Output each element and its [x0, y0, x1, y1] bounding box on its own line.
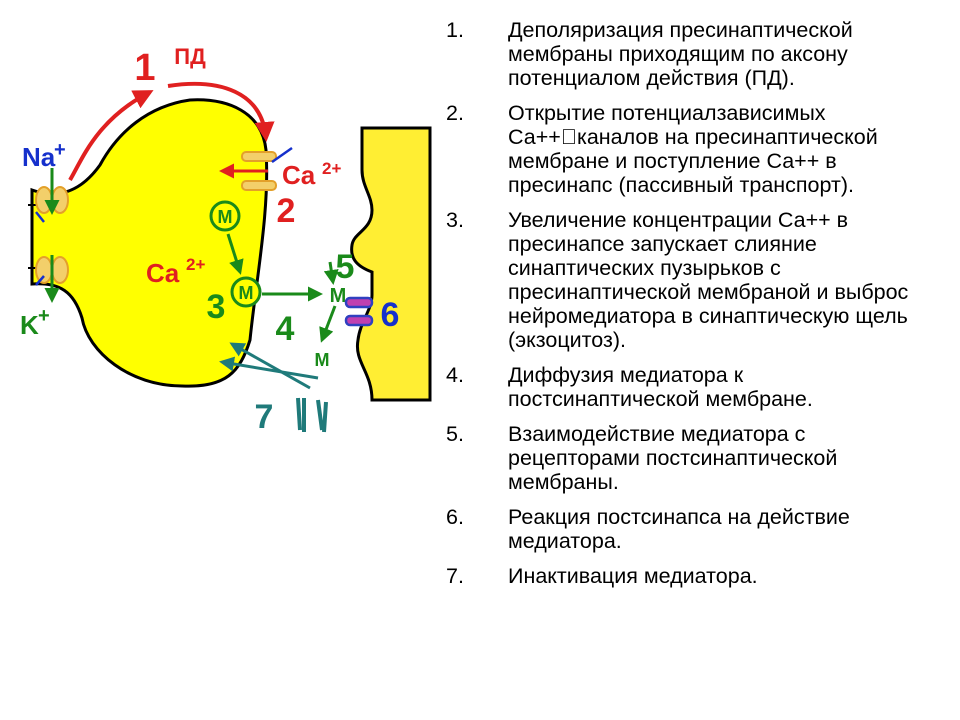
receptor-binding-arrow: [323, 261, 339, 285]
vesicle-fusing: М: [230, 276, 262, 308]
presynaptic-terminal: [30, 98, 269, 388]
ap-arrow-segment-1: [68, 90, 154, 182]
label-na-charge: +: [54, 139, 66, 161]
label-k: K: [20, 310, 39, 340]
step-item: 6. Реакция постсинапса на действие медиат…: [446, 505, 936, 553]
label-step-3: 3: [207, 288, 226, 326]
svg-text:М: М: [218, 207, 233, 227]
label-pd-number: 1: [134, 47, 155, 89]
label-ca-left: Ca: [146, 258, 180, 288]
step-item: 4. Диффузия медиатора к постсинаптической…: [446, 363, 936, 411]
na-gate-mark: [35, 211, 45, 223]
step-text: Взаимодействие медиатора с рецепторами п…: [508, 422, 838, 494]
step-number: 4.: [446, 363, 464, 387]
step-number: 5.: [446, 422, 464, 446]
label-pd: ПД: [174, 44, 206, 69]
step-item: 5. Взаимодействие медиатора с рецепторами…: [446, 422, 936, 494]
mediator-at-receptor: М: [330, 285, 347, 307]
step-number: 3.: [446, 208, 464, 232]
label-na: Na: [22, 142, 56, 172]
label-ca-left-charge: 2+: [186, 255, 205, 274]
vesicle-top: М: [209, 200, 241, 232]
step-number: 2.: [446, 101, 464, 125]
step-item: 3. Увеличение концентрации Са++ в пресина…: [446, 208, 936, 352]
label-step-2: 2: [277, 192, 296, 230]
label-step-4: 4: [276, 310, 295, 348]
postsynaptic-receptor: [344, 296, 374, 327]
step-item: 1. Деполяризация пресинаптической мембран…: [446, 18, 936, 90]
vesicle-move-arrow: [226, 233, 244, 275]
step-text: Открытие потенциалзависимых Са++ каналов…: [508, 101, 878, 197]
step-text: Деполяризация пресинаптической мембраны …: [508, 18, 853, 90]
step-text: Диффузия медиатора к постсинаптической м…: [508, 363, 813, 411]
label-ca-top: Ca: [282, 160, 316, 190]
postsynaptic-cell: [350, 126, 432, 402]
label-ca-top-charge: 2+: [322, 159, 341, 178]
reuptake-arrow-1: [229, 342, 311, 390]
step-number: 1.: [446, 18, 464, 42]
label-step-5: 5: [336, 248, 355, 286]
ca-gate-mark: [271, 146, 293, 164]
synapse-diagram: М М М М 1 ПД Na + K + Ca 2+ Ca 2+ 2 3 4 …: [20, 44, 432, 436]
step-number: 6.: [446, 505, 464, 529]
svg-text:М: М: [239, 283, 254, 303]
label-step-6: 6: [381, 296, 400, 334]
steps-list: 1. Деполяризация пресинаптической мембран…: [446, 18, 936, 599]
ap-arrow-segment-2: [167, 81, 275, 142]
k-gate-mark: [35, 275, 45, 286]
step-text: Инактивация медиатора.: [508, 564, 758, 588]
step-number: 7.: [446, 564, 464, 588]
mediator-fragment: [296, 397, 328, 433]
step-item: 7. Инактивация медиатора.: [446, 564, 936, 588]
step-item: 2. Открытие потенциалзависимых Са++ канал…: [446, 101, 936, 197]
label-k-charge: +: [38, 305, 50, 327]
reuptake-arrow-2: [219, 356, 319, 380]
label-step-7: 7: [255, 398, 274, 436]
step-text: Реакция постсинапса на действие медиатор…: [508, 505, 850, 553]
mediator-in-cleft: М: [315, 350, 330, 370]
mediator-release-arrow: [319, 305, 337, 343]
step-text: Увеличение концентрации Са++ в пресинапс…: [508, 208, 909, 352]
ca-channel: [241, 151, 277, 191]
